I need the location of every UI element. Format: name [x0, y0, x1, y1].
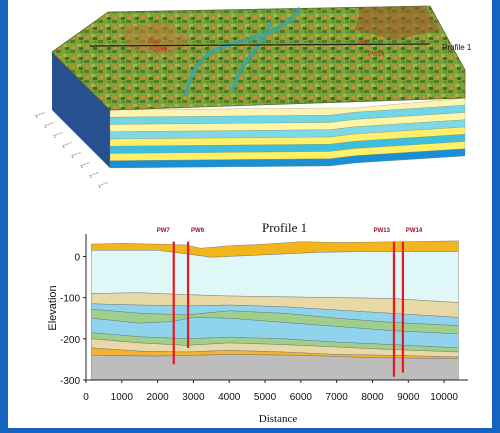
well-label-pw14: PW14 — [406, 228, 423, 234]
block-axis-tick-label: 2°°°°° — [89, 171, 101, 179]
x-tick-label: 1000 — [111, 392, 134, 403]
well-label-pw7: PW7 — [157, 228, 171, 234]
block-well-label-pw13: PW13 — [358, 40, 375, 46]
block-profile-label: Profile 1 — [442, 43, 472, 52]
terrain-uplands — [120, 22, 190, 55]
block-layer — [109, 148, 466, 169]
x-tick-label: 5000 — [254, 392, 277, 403]
x-tick-label: 3000 — [182, 392, 205, 403]
left-border — [0, 0, 8, 428]
block-diagram: PW7 PW6 PW13 PW14 Profile 1 2°°°°°2°°°°°… — [35, 5, 472, 189]
y-tick-label: -200 — [60, 335, 80, 346]
profile-y-ticks: 0 -100 -200 -300 — [60, 252, 86, 387]
well-label-pw6: PW6 — [191, 228, 205, 234]
y-tick-label: -100 — [60, 294, 80, 305]
block-well-label-pw6: PW6 — [154, 47, 168, 53]
y-tick-label: -300 — [60, 376, 80, 387]
block-front-layers — [109, 97, 466, 169]
block-axis-tick-label: 2°°°°° — [98, 181, 110, 189]
profile-line — [89, 43, 431, 47]
block-axis-tick-label: 2°°°°° — [53, 131, 65, 139]
profile-chart: Profile 1 0 1000 2000 3000 4000 5000 6000 7000 8… — [47, 220, 468, 425]
x-tick-label: 7000 — [326, 392, 349, 403]
profile-wells: PW7 PW6 PW13 PW14 — [157, 228, 423, 377]
y-tick-label: 0 — [74, 252, 80, 263]
profile-x-ticks: 0 1000 2000 3000 4000 5000 6000 7000 8000 9000 100… — [83, 380, 458, 403]
profile-y-label: Elevation — [47, 285, 59, 330]
x-tick-label: 4000 — [218, 392, 241, 403]
x-tick-label: 0 — [83, 392, 89, 403]
block-axis-tick-label: 2°°°°° — [80, 161, 92, 169]
profile-plot-area — [91, 240, 459, 381]
block-well-label-pw7: PW7 — [148, 40, 162, 46]
terrain-ridge — [355, 6, 440, 40]
block-axis-tick-label: 2°°°°° — [44, 121, 56, 129]
figure-panel: PW7 PW6 PW13 PW14 Profile 1 2°°°°°2°°°°°… — [8, 0, 492, 428]
right-border — [492, 0, 500, 428]
x-tick-label: 9000 — [397, 392, 420, 403]
block-left-face — [52, 52, 110, 168]
block-axis-tick-label: 2°°°°° — [35, 111, 47, 119]
x-tick-label: 6000 — [290, 392, 313, 403]
block-axis-ticks: 2°°°°° 2°°°°° 2°°°°° 2°°°°° 2°°°°° 2°°°°° 2°°°… — [35, 111, 110, 189]
profile-title: Profile 1 — [262, 220, 307, 235]
well-label-pw13: PW13 — [374, 228, 391, 234]
block-axis-tick-label: 2°°°°° — [62, 141, 74, 149]
block-axis-tick-label: 2°°°°° — [71, 151, 83, 159]
x-tick-label: 2000 — [146, 392, 169, 403]
block-well-label-pw14: PW14 — [368, 52, 385, 58]
river — [183, 6, 302, 97]
figure-canvas: PW7 PW6 PW13 PW14 Profile 1 2°°°°°2°°°°°… — [35, 5, 472, 425]
x-tick-label: 8000 — [361, 392, 384, 403]
profile-x-label: Distance — [259, 413, 298, 425]
x-tick-label: 10000 — [430, 392, 458, 403]
